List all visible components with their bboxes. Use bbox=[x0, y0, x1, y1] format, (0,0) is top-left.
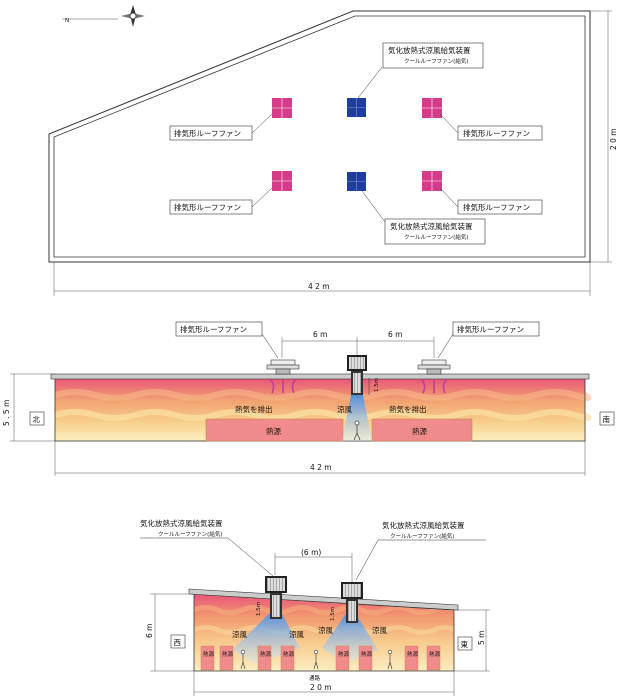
plan-width-dimension: 4 2 m bbox=[308, 282, 330, 291]
west-label: 西 bbox=[174, 638, 182, 647]
plan-exhaust-label: 排気形ルーフファン bbox=[174, 128, 241, 138]
cool-supply-unit-section bbox=[341, 582, 363, 623]
worker-figure bbox=[353, 420, 361, 441]
section-width-dimension: 2 0 m bbox=[310, 683, 332, 692]
elevation-exhaust-label: 排気形ルーフファン bbox=[457, 324, 524, 334]
elevation-view: 排気形ルーフファン 排気形ルーフファン 6 m 6 m 熱源 熱源 bbox=[2, 321, 615, 476]
heat-source-block: 熱源 bbox=[257, 645, 272, 671]
section-cool-air-label: 涼風 bbox=[289, 629, 304, 639]
plan-depth-dimension: 2 0 m bbox=[609, 128, 618, 150]
heat-source-block: 熱源 bbox=[358, 645, 373, 671]
section-spacing-label: (6 m) bbox=[301, 548, 321, 557]
heat-out-label: 熱気を排出 bbox=[235, 404, 273, 414]
elevation-duct-length: 1.5m bbox=[374, 378, 380, 392]
section-cooler-label-right: 気化放熱式涼風給気装置 bbox=[382, 520, 465, 530]
elevation-heat-source-label: 熱源 bbox=[412, 426, 427, 436]
plan-cooler-sub-top: クールルーフファン(給気) bbox=[404, 57, 468, 65]
aisle-label: 通路 bbox=[309, 674, 321, 682]
elevation-heat-source-label: 熱源 bbox=[266, 426, 281, 436]
section-duct-length: 1.5m bbox=[256, 602, 262, 616]
heat-source-block: 熱源 bbox=[404, 645, 419, 671]
exhaust-fan-unit bbox=[272, 98, 292, 118]
plan-exhaust-label: 排気形ルーフファン bbox=[174, 202, 241, 212]
elevation-width-dimension: 4 2 m bbox=[310, 463, 332, 472]
svg-text:熱源: 熱源 bbox=[283, 650, 295, 658]
section-cool-air-label: 涼風 bbox=[232, 629, 247, 639]
plan-exhaust-label: 排気形ルーフファン bbox=[463, 202, 530, 212]
plan-cooler-sub-bottom: クールルーフファン(給気) bbox=[404, 233, 468, 241]
compass-icon: N bbox=[62, 5, 145, 27]
section-cool-air-label: 涼風 bbox=[372, 625, 387, 635]
cool-supply-unit bbox=[347, 98, 366, 117]
svg-text:熱源: 熱源 bbox=[407, 650, 419, 658]
section-cooler-label-left: 気化放熱式涼風給気装置 bbox=[140, 518, 223, 528]
section-height-west: 6 m bbox=[145, 624, 154, 638]
hot-air-arrow bbox=[269, 378, 448, 394]
elevation-cool-air-label: 涼風 bbox=[337, 404, 352, 414]
section-cooler-sub-right: クールルーフファン(給気) bbox=[390, 532, 454, 540]
svg-text:熱源: 熱源 bbox=[222, 650, 234, 658]
section-height-east: 5 m bbox=[477, 631, 486, 645]
elevation-spacing-label: 6 m bbox=[388, 330, 402, 339]
section-cool-air-label: 涼風 bbox=[318, 625, 333, 635]
north-label: 北 bbox=[33, 415, 41, 424]
cool-supply-unit-elevation bbox=[347, 355, 367, 395]
cool-supply-unit bbox=[347, 172, 366, 191]
elevation-spacing-label: 6 m bbox=[313, 330, 327, 339]
south-label: 南 bbox=[603, 414, 611, 424]
plan-view: N 気化放熱式涼風給気装置 クールルーフファン(給気) 排気形ルーフファン 排気… bbox=[48, 5, 618, 296]
plan-cooler-label-top: 気化放熱式涼風給気装置 bbox=[388, 45, 471, 55]
roof-exhaust-fan bbox=[266, 359, 300, 375]
exhaust-fan-unit bbox=[272, 171, 292, 191]
heat-source-block: 熱源 bbox=[280, 645, 295, 671]
svg-text:熱源: 熱源 bbox=[203, 650, 215, 658]
exhaust-fan-unit bbox=[422, 171, 442, 191]
plan-exhaust-label: 排気形ルーフファン bbox=[463, 128, 530, 138]
heat-out-label: 熱気を排出 bbox=[389, 404, 427, 414]
svg-text:熱源: 熱源 bbox=[429, 650, 441, 658]
cool-supply-unit-section bbox=[265, 576, 287, 619]
exhaust-fan-unit bbox=[422, 98, 442, 118]
svg-text:熱源: 熱源 bbox=[361, 650, 373, 658]
worker-figure bbox=[313, 649, 319, 670]
worker-figure bbox=[387, 649, 393, 670]
section-duct-length: 1.5m bbox=[330, 607, 336, 621]
heat-source-block: 熱源 bbox=[219, 645, 234, 671]
section-view: 気化放熱式涼風給気装置 クールルーフファン(給気) 気化放熱式涼風給気装置 クー… bbox=[140, 518, 490, 696]
elevation-height-dimension: 5 . 5 m bbox=[2, 400, 11, 426]
svg-text:熱源: 熱源 bbox=[338, 650, 350, 658]
svg-text:熱源: 熱源 bbox=[260, 650, 272, 658]
elevation-exhaust-label: 排気形ルーフファン bbox=[180, 324, 247, 334]
heat-source-block: 熱源 bbox=[200, 645, 215, 671]
heat-source-block: 熱源 bbox=[335, 645, 350, 671]
roof-exhaust-fan bbox=[417, 359, 451, 375]
heat-source-block: 熱源 bbox=[426, 645, 441, 671]
section-cooler-sub-left: クールルーフファン(給気) bbox=[158, 530, 222, 538]
compass-north-letter: N bbox=[65, 18, 69, 24]
east-label: 東 bbox=[461, 639, 469, 649]
worker-figure bbox=[240, 649, 246, 670]
plan-cooler-label-bottom: 気化放熱式涼風給気装置 bbox=[390, 221, 473, 231]
